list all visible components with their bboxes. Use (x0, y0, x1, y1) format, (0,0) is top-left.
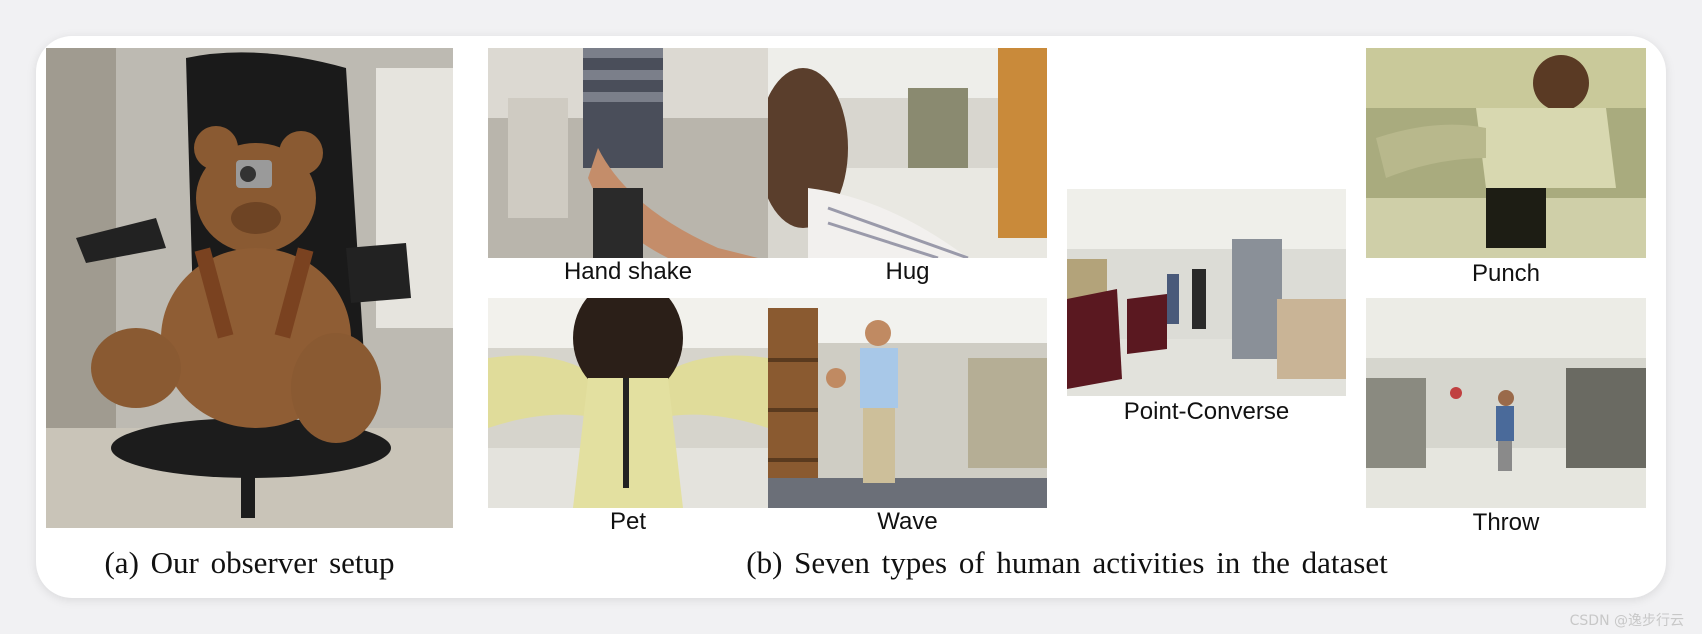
panel-b-caption: (b) Seven types of human activities in t… (746, 545, 1388, 580)
panel-a-caption: (a) Our observer setup (104, 545, 395, 580)
activity-point-converse-label: Point-Converse (1123, 398, 1290, 425)
activity-punch-photo (1366, 48, 1646, 258)
activity-pet-photo (488, 298, 768, 508)
activity-point-converse-photo (1067, 189, 1346, 396)
activity-hand-shake-photo (488, 48, 768, 258)
watermark: CSDN @逸步行云 (1569, 613, 1684, 629)
activity-hug-label: Hug (885, 258, 930, 285)
activity-punch-label: Punch (1471, 260, 1541, 287)
activity-hand-shake-label: Hand shake (563, 258, 693, 285)
activity-throw-photo (1366, 298, 1646, 508)
observer-setup-photo (46, 48, 453, 528)
activity-wave-photo (768, 298, 1047, 508)
activity-pet-label: Pet (609, 508, 647, 535)
activity-throw-label: Throw (1472, 509, 1540, 536)
activity-hug-photo (768, 48, 1047, 258)
activity-wave-label: Wave (877, 508, 938, 535)
